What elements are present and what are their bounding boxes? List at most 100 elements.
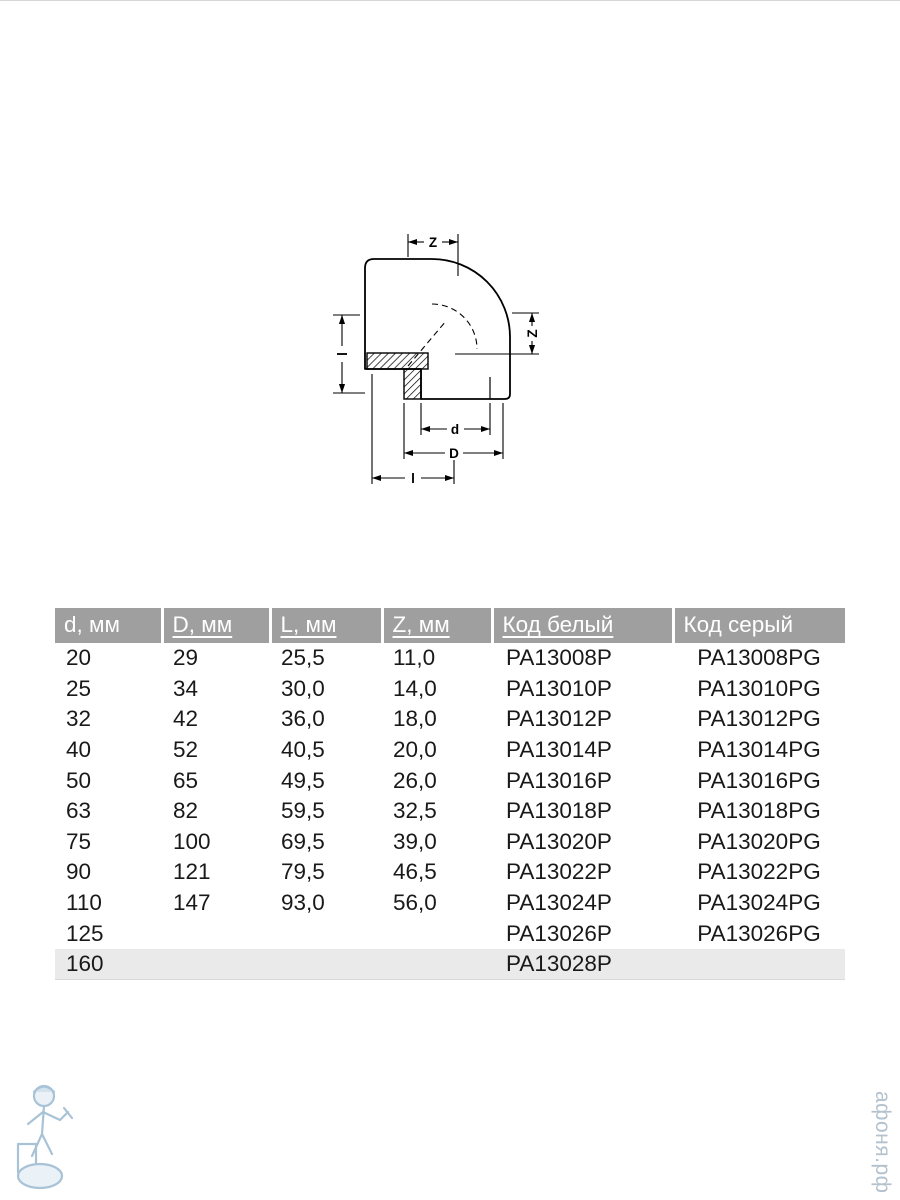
- table-cell: 100: [173, 828, 211, 854]
- table-cell: 50: [66, 767, 92, 793]
- dim-label-l-bottom: l: [411, 471, 415, 486]
- table-cell: PA13012P: [506, 706, 612, 732]
- table-row: 40 52 40,5 20,0 PA13014P PA13014PG: [55, 735, 845, 766]
- table-cell: 79,5: [281, 859, 325, 885]
- dim-label-z-right: Z: [525, 329, 540, 337]
- table-cell: PA13018PG: [697, 798, 821, 824]
- table-cell: 65: [173, 767, 199, 793]
- table-cell: 20,0: [393, 737, 437, 763]
- table-row: 50 65 49,5 26,0 PA13016P PA13016PG: [55, 765, 845, 796]
- table-cell: PA13016P: [506, 767, 612, 793]
- table-cell: 40: [66, 737, 92, 763]
- hatched-wall-vertical: [403, 368, 422, 400]
- plumber-cap: [32, 1085, 56, 1094]
- table-cell: PA13026P: [506, 920, 612, 946]
- dim-label-D: D: [449, 446, 459, 461]
- table-cell: 147: [173, 890, 211, 916]
- dim-label-z-top: Z: [429, 235, 437, 250]
- table-cell: PA13026PG: [697, 920, 821, 946]
- table-cell: [270, 918, 382, 949]
- table-cell: PA13024P: [506, 890, 612, 916]
- column-header-2: D, мм: [162, 608, 272, 643]
- table-cell: PA13012PG: [697, 706, 821, 732]
- hatched-wall-horizontal: [366, 352, 429, 370]
- table-cell: 69,5: [281, 828, 325, 854]
- elbow-outline: [364, 258, 511, 400]
- table-cell: 18,0: [393, 706, 437, 732]
- table-cell: PA13022P: [506, 859, 612, 885]
- column-header-4: Z, мм: [382, 608, 494, 643]
- column-header-6: Код серый: [673, 608, 845, 643]
- column-header-5: Код белый: [492, 608, 675, 643]
- inner-bore-dashed-arc: [431, 303, 478, 350]
- toilet-tank: [16, 1142, 38, 1174]
- table-cell: [162, 918, 270, 949]
- table-cell: 36,0: [281, 706, 325, 732]
- dim-label-l-left: l: [335, 352, 350, 356]
- dim-label-d: d: [451, 422, 459, 437]
- table-cell: [382, 948, 492, 981]
- table-cell: 26,0: [393, 767, 437, 793]
- table-cell: [270, 948, 382, 981]
- table-cell: PA13010PG: [697, 675, 821, 701]
- table-cell: 49,5: [281, 767, 325, 793]
- table-cell: 63: [66, 798, 92, 824]
- table-cell: 42: [173, 706, 199, 732]
- table-cell: 40,5: [281, 737, 325, 763]
- table-row: 125 PA13026P PA13026PG: [55, 918, 845, 949]
- plumber-body-legs: [30, 1104, 54, 1158]
- table-cell: PA13016PG: [697, 767, 821, 793]
- dimension-lines: [333, 234, 539, 484]
- table-cell: 46,5: [393, 859, 437, 885]
- table-cell: 110: [66, 890, 102, 916]
- dimension-labels: Z Z l d D l: [335, 235, 540, 486]
- table-cell: 75: [66, 828, 92, 854]
- table-cell: 93,0: [281, 890, 325, 916]
- table-cell: [382, 918, 492, 949]
- table-cell: PA13008P: [506, 645, 612, 671]
- table-cell: 56,0: [393, 890, 437, 916]
- table-cell: [673, 948, 845, 981]
- table-cell: 25: [66, 675, 92, 701]
- table-cell: 11,0: [393, 645, 436, 671]
- table-cell: 52: [173, 737, 199, 763]
- table-cell: PA13020P: [506, 828, 612, 854]
- table-cell: 32: [66, 706, 92, 732]
- plumber-arms-wrench: [26, 1106, 74, 1126]
- site-watermark-text: афоня.рф: [871, 1091, 894, 1194]
- toilet-bowl: [16, 1162, 64, 1190]
- table-cell: 34: [173, 675, 199, 701]
- table-cell: 125: [66, 920, 104, 946]
- plumber-watermark-logo: [16, 1084, 74, 1190]
- column-header-3: L, мм: [270, 608, 384, 643]
- table-cell: 14,0: [393, 675, 437, 701]
- table-cell: 25,5: [281, 645, 325, 671]
- table-cell: 59,5: [281, 798, 325, 824]
- table-cell: 29: [173, 645, 199, 671]
- table-cell: 160: [55, 948, 162, 981]
- table-row: 160 PA13028P: [55, 948, 845, 981]
- column-header-1: d, мм: [55, 608, 164, 643]
- table-cell: 90: [66, 859, 92, 885]
- table-cell: PA13014PG: [697, 737, 821, 763]
- table-cell: PA13018P: [506, 798, 612, 824]
- table-row: 32 42 36,0 18,0 PA13012P PA13012PG: [55, 704, 845, 735]
- elbow-body: [364, 258, 511, 400]
- table-cell: PA13014P: [506, 737, 612, 763]
- table-cell: PA13022PG: [697, 859, 821, 885]
- table-cell: PA13028P: [492, 948, 673, 981]
- table-cell: 82: [173, 798, 199, 824]
- table-cell: PA13010P: [506, 675, 612, 701]
- table-cell: 20: [66, 645, 92, 671]
